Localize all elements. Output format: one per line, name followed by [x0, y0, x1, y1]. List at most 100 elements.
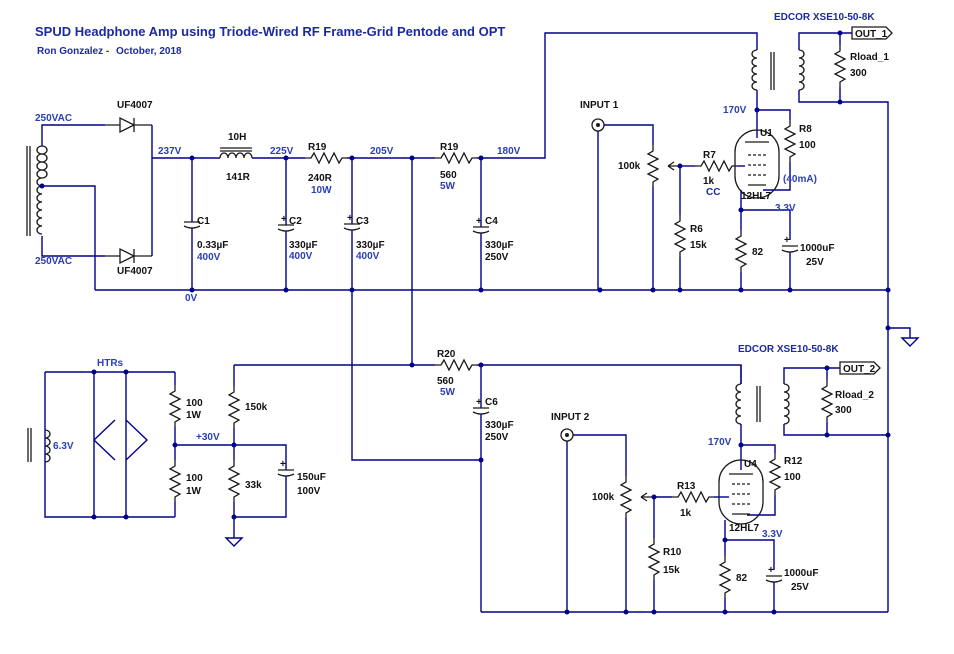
r19-name: R19 [440, 142, 459, 153]
ch1-input-label: INPUT 1 [580, 100, 619, 111]
ch1-opt-label: EDCOR XSE10-50-8K [774, 12, 875, 23]
ch1-tube [734, 129, 780, 199]
bias-cap [277, 469, 295, 477]
r20-val: 560 [437, 376, 454, 387]
ch1-opt-primary [751, 49, 758, 91]
ch2-r10-val: 15k [663, 565, 680, 576]
heater-r-top-val: 100 [186, 398, 203, 409]
r-filter-pwr: 10W [311, 185, 332, 196]
svg-text:+: + [768, 565, 774, 576]
svg-text:+: + [280, 459, 286, 470]
ground-label: 0V [185, 293, 198, 304]
heater-filament-2 [125, 419, 149, 461]
ch2-load-name: Rload_2 [835, 390, 874, 401]
ch1-rload [834, 44, 846, 88]
ch2-opt-label: EDCOR XSE10-50-8K [738, 344, 839, 355]
ac-top-label: 250VAC [35, 113, 72, 124]
c6-name: C6 [485, 397, 498, 408]
heater-r-top [169, 384, 181, 428]
choke-name: 10H [228, 132, 246, 143]
ch2-opt-primary [735, 383, 742, 425]
page-title: SPUD Headphone Amp using Triode-Wired RF… [35, 24, 505, 39]
ch2-tube-type: 12HL7 [729, 523, 759, 534]
heater-label: HTRs [97, 358, 124, 369]
heater-r-bottom [169, 459, 181, 503]
heater-r-top-pwr: 1W [186, 410, 202, 421]
ch2-ck-val: 1000uF [784, 568, 818, 579]
ch1-grid-r [694, 160, 738, 172]
ch1-r8-val: 100 [799, 140, 816, 151]
ch1-opt-secondary [798, 49, 805, 91]
ch1-r8-name: R8 [799, 124, 812, 135]
c3-v: 400V [356, 251, 380, 262]
cap-c4 [472, 226, 490, 234]
ch1-out-label: OUT_1 [855, 29, 888, 40]
svg-text:+: + [281, 214, 287, 225]
resistor-r19-filter [304, 152, 348, 164]
ch1-rk [735, 229, 747, 273]
bias-r-bot-val: 33k [245, 480, 262, 491]
c4-name: C4 [485, 216, 498, 227]
ch2-ck [765, 575, 783, 583]
ch1-ck-v: 25V [806, 257, 824, 268]
heater-r-bot-pwr: 1W [186, 486, 202, 497]
ch2-grid-r-name: R13 [677, 481, 696, 492]
bias-cap-v: 100V [297, 486, 321, 497]
ground-symbol-bias [224, 537, 244, 547]
c6-v: 250V [485, 432, 509, 443]
ch1-r6-val: 15k [690, 240, 707, 251]
ch2-input-label: INPUT 2 [551, 412, 590, 423]
ch1-tube-type: 12HL7 [741, 191, 771, 202]
r20-name: R20 [437, 349, 456, 360]
v-205: 205V [370, 146, 394, 157]
r19-val: 560 [440, 170, 457, 181]
c1-val: 0.33µF [197, 240, 228, 251]
ch2-pot-label: 100k [592, 492, 615, 503]
diode-bottom [105, 247, 152, 265]
resistor-r19 [434, 152, 478, 164]
ch2-r12-name: R12 [784, 456, 803, 467]
diode-bottom-label: UF4007 [117, 266, 153, 277]
cap-c6 [472, 407, 490, 415]
svg-text:+: + [476, 397, 482, 408]
ch2-r10-name: R10 [663, 547, 682, 558]
ch1-volume-pot[interactable] [647, 144, 659, 188]
c3-val: 330µF [356, 240, 385, 251]
ch2-v-plate: 170V [708, 437, 732, 448]
c4-val: 330µF [485, 240, 514, 251]
bias-voltage: +30V [196, 432, 220, 443]
c3-name: C3 [356, 216, 369, 227]
diode-top [105, 116, 152, 134]
ch1-cc-label: CC [706, 187, 720, 198]
v-rect: 237V [158, 146, 182, 157]
c2-val: 330µF [289, 240, 318, 251]
svg-text:+: + [476, 216, 482, 227]
ch1-r6-name: R6 [690, 224, 703, 235]
ch2-tube [718, 459, 764, 525]
ch1-load-val: 300 [850, 68, 867, 79]
svg-text:+: + [784, 235, 790, 246]
diode-top-label: UF4007 [117, 100, 153, 111]
ch2-volume-pot[interactable] [620, 475, 632, 519]
ch2-rk [719, 555, 731, 599]
bias-r-bottom [228, 459, 240, 503]
ch1-grid-r-name: R7 [703, 150, 716, 161]
date: October, 2018 [116, 46, 182, 57]
heater-r-bot-val: 100 [186, 473, 203, 484]
heater-winding [44, 429, 51, 463]
ground-symbol-main [900, 337, 920, 347]
resistor-r20 [434, 359, 478, 371]
ch1-grid-r-val: 1k [703, 176, 715, 187]
v-180: 180V [497, 146, 521, 157]
bias-r-top [228, 385, 240, 429]
bias-cap-val: 150uF [297, 472, 326, 483]
c6-val: 330µF [485, 420, 514, 431]
ch2-v-cathode: 3.3V [762, 529, 783, 540]
ch2-r12 [769, 452, 781, 496]
ch2-grid-r [671, 491, 715, 503]
svg-text:+: + [347, 213, 353, 224]
r-filter-name: R19 [308, 142, 327, 153]
ch2-out-label: OUT_2 [843, 364, 876, 375]
ch2-r12-val: 100 [784, 472, 801, 483]
